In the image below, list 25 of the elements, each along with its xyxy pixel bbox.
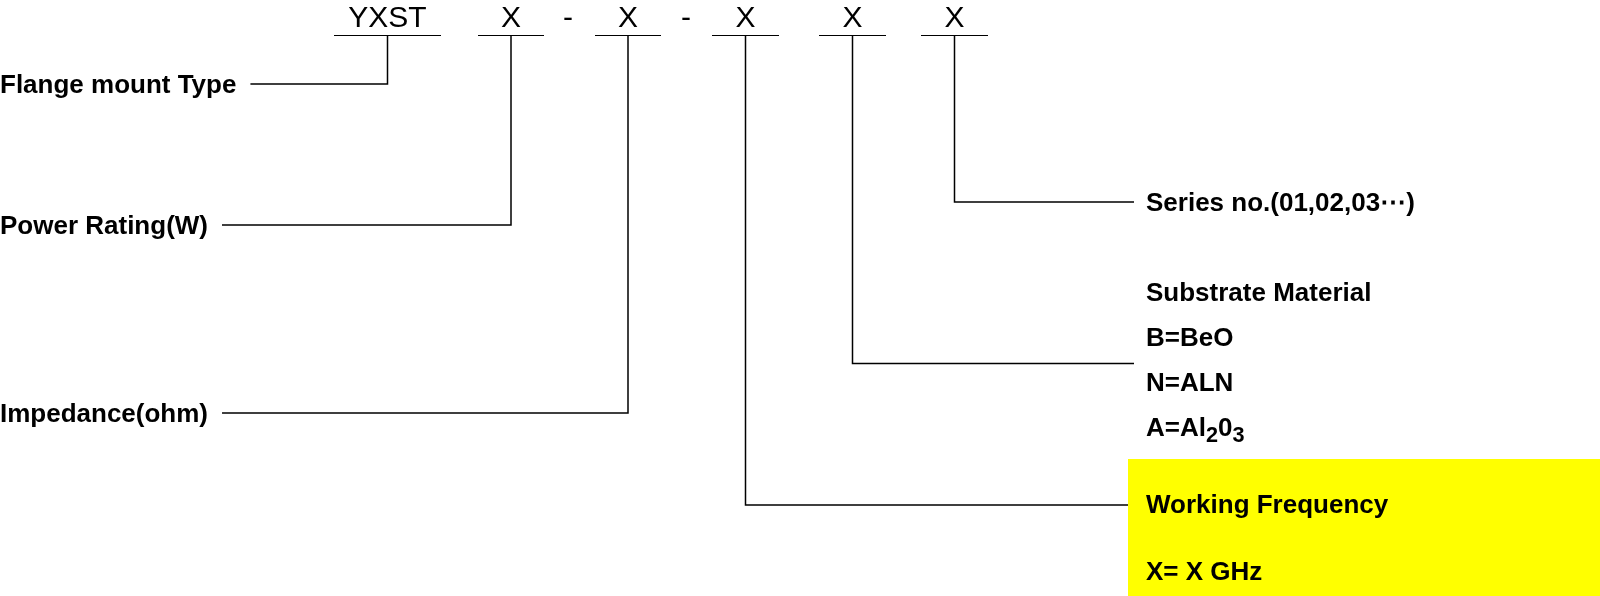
description-label: Flange mount Type [0, 68, 251, 100]
option-text: A=Al$_{2}$0$_{3}$ [1146, 411, 1246, 450]
leader-line [851, 35, 1135, 365]
option-text: B=BeO [1146, 321, 1235, 353]
separator-dash: - [563, 0, 573, 34]
highlight-box [1128, 459, 1600, 596]
leader-line [249, 35, 389, 85]
value-text: X= X GHz [1146, 555, 1263, 587]
leader-line [221, 35, 512, 226]
code-segment: X [595, 0, 661, 36]
description-label: Impedance(ohm) [0, 397, 223, 429]
separator-dash: - [681, 0, 691, 34]
leader-line [221, 35, 629, 414]
code-segment: X [819, 0, 886, 36]
code-segment: X [478, 0, 544, 36]
description-label: Series no.(01,02,03⋯) [1134, 186, 1415, 218]
code-segment: X [712, 0, 779, 36]
heading-text: Substrate Material [1146, 276, 1372, 308]
description-label: Power Rating(W) [0, 209, 222, 241]
leader-line [744, 35, 1129, 506]
code-segment: YXST [334, 0, 441, 36]
heading-text: Working Frequency [1146, 488, 1389, 520]
code-segment: X [921, 0, 988, 36]
leader-line [953, 35, 1135, 203]
option-text: N=ALN [1146, 366, 1235, 398]
